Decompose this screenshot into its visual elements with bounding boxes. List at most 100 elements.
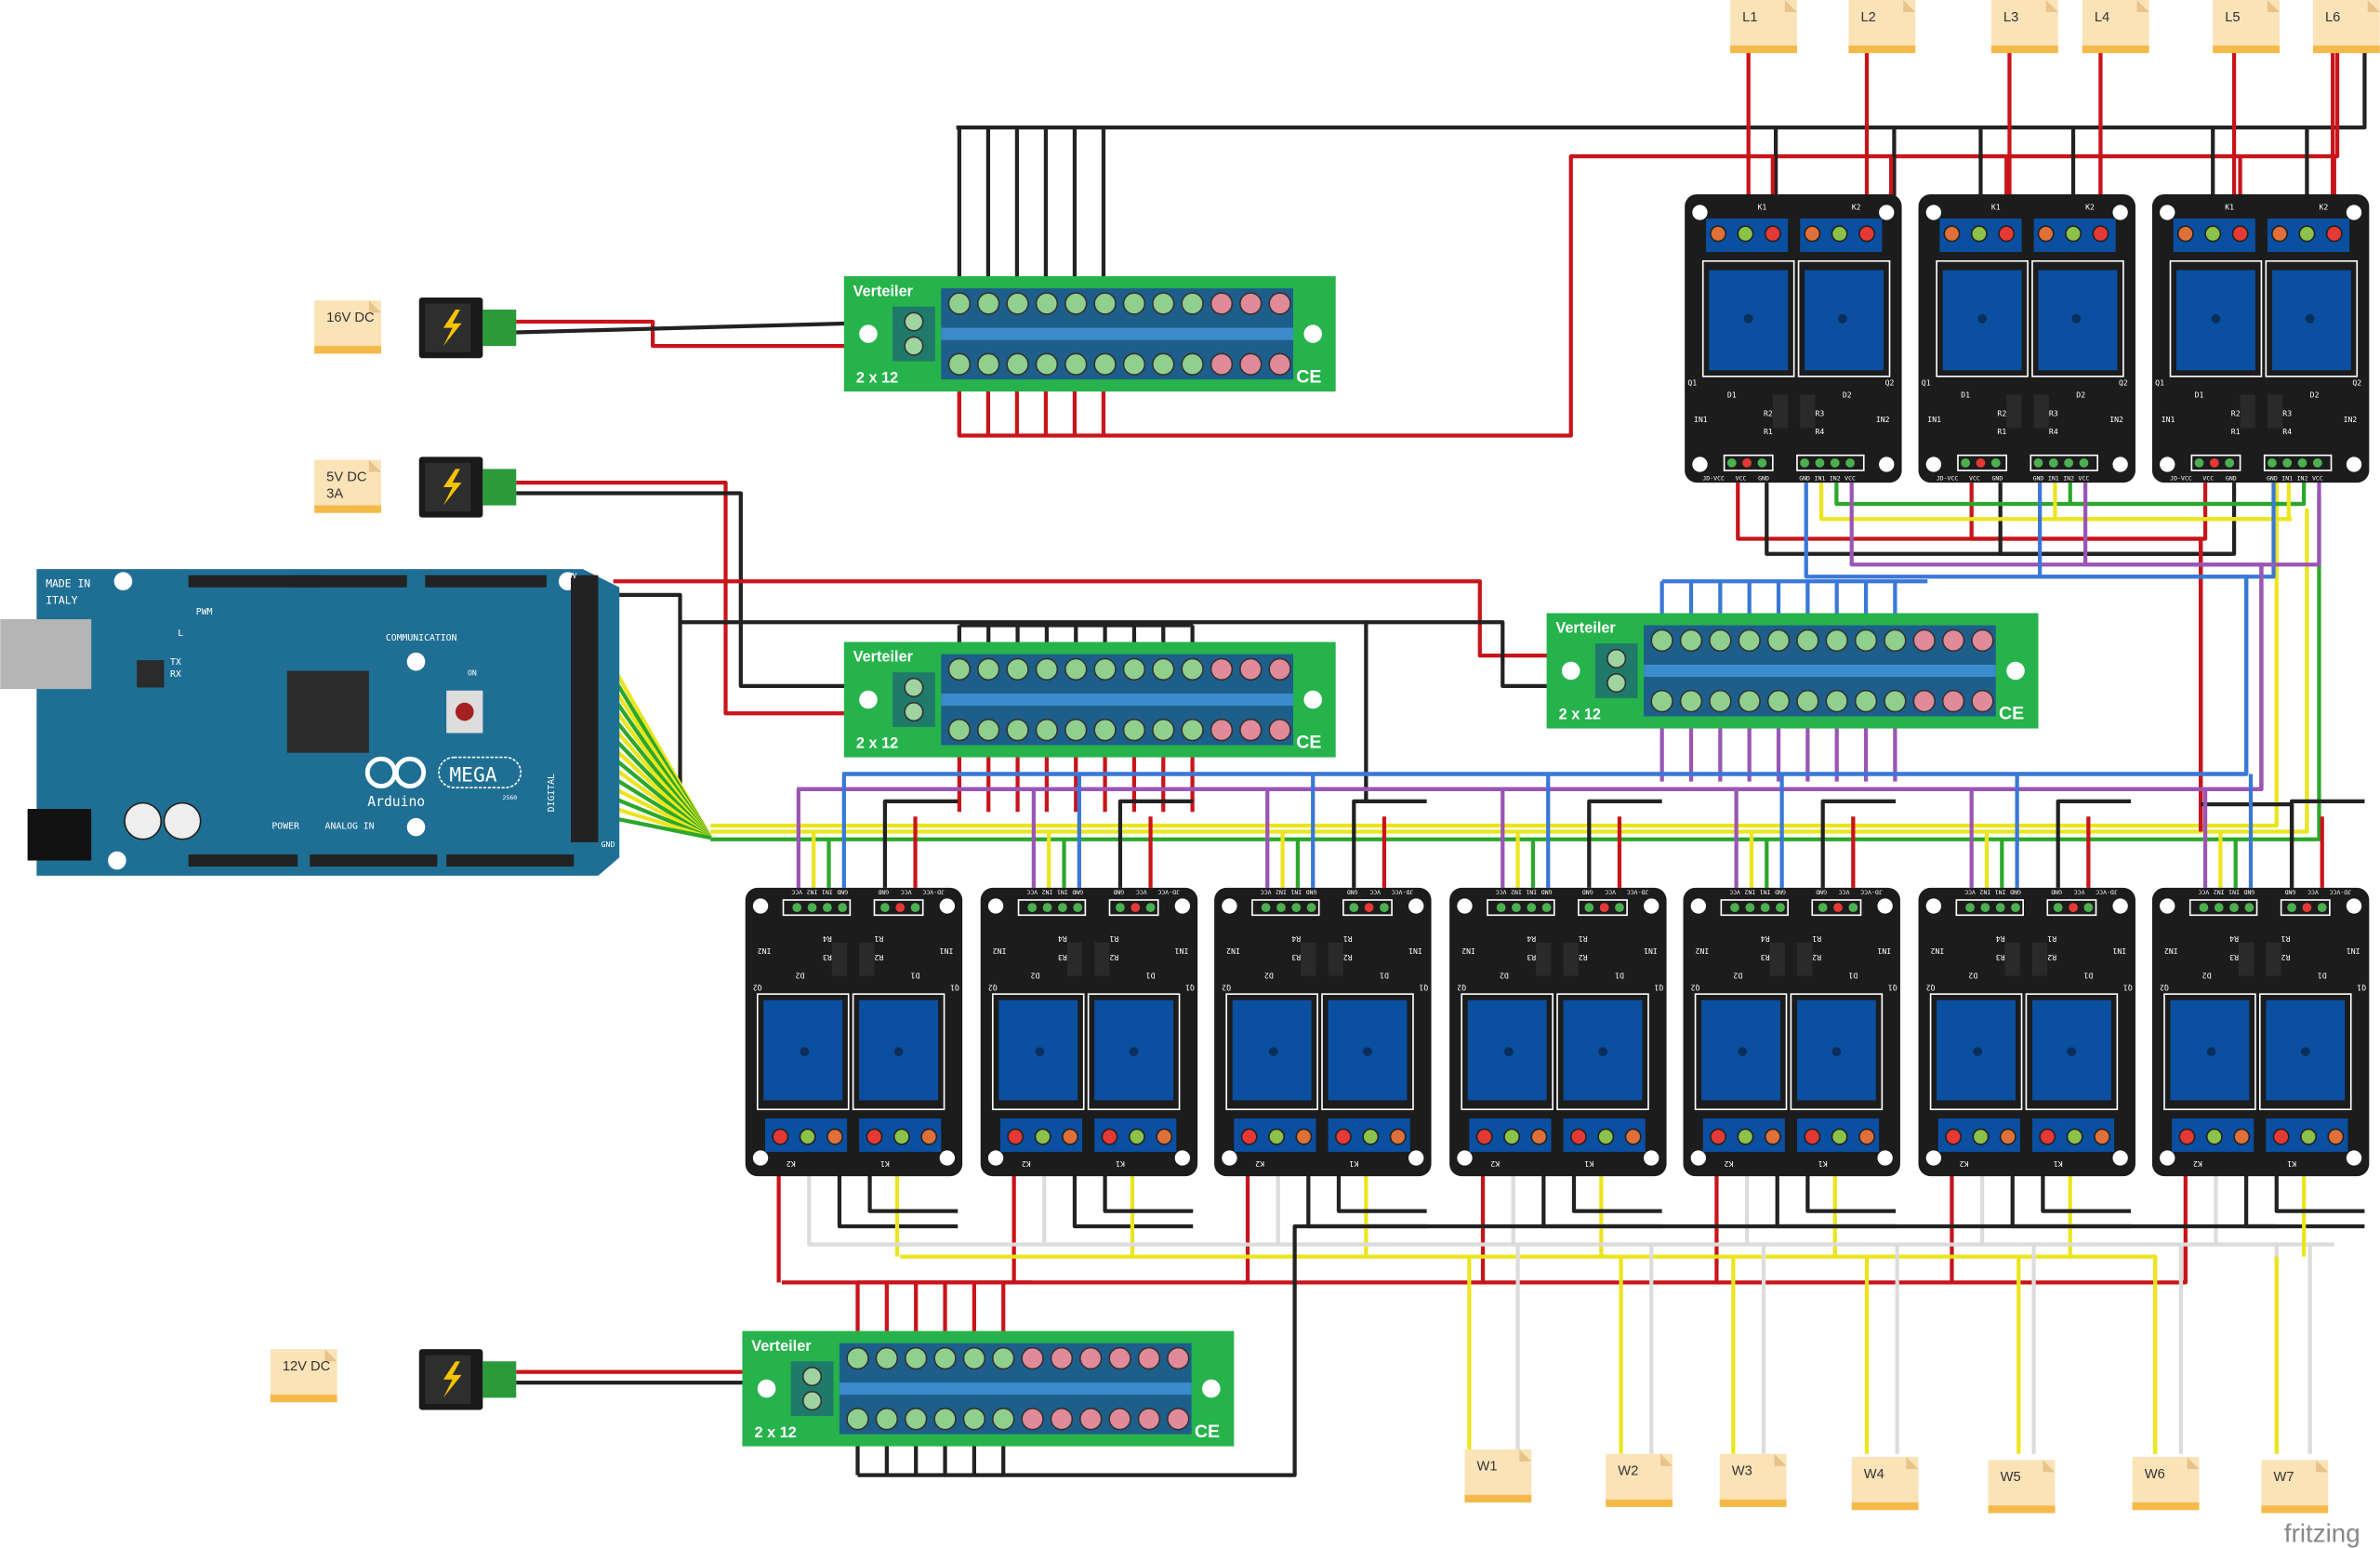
signal-pin-header (1955, 899, 2024, 917)
relay-frame (852, 993, 945, 1111)
pin-label: JD-VCC (1157, 888, 1180, 895)
header-pin (1599, 903, 1609, 913)
power-jack (27, 809, 92, 861)
optocoupler (1800, 394, 1816, 429)
r2-label: R2 (2281, 953, 2291, 962)
header-pin (1760, 903, 1770, 913)
signal-pin-header (1720, 899, 1789, 917)
output-label-w4: W4 (1851, 1457, 1919, 1511)
screw-terminal (933, 1408, 957, 1431)
pin-label: VCC (2312, 475, 2323, 483)
screw-terminal (1738, 628, 1761, 653)
mounting-hole (1222, 1150, 1237, 1166)
screw-terminal (1035, 292, 1059, 315)
screw-terminal (1152, 718, 1175, 742)
screw-terminal (1597, 1128, 1615, 1145)
tag-base (270, 1395, 337, 1403)
relay-frame (2031, 259, 2124, 377)
pin-label: GND (1347, 888, 1358, 895)
signal-pin-header (2263, 454, 2333, 471)
output-label-l5: L5 (2213, 0, 2281, 54)
relay-frame (1790, 993, 1884, 1111)
relay-dot (893, 1047, 904, 1057)
relay-frame (2025, 993, 2119, 1111)
pin-label: GND (837, 888, 848, 895)
header-pin (1116, 903, 1125, 913)
signal-pin-header (2188, 899, 2258, 917)
tag-label: L5 (2225, 10, 2240, 25)
screw-terminal (976, 352, 1000, 377)
screw-terminal (1137, 1346, 1161, 1370)
screw-terminal (1093, 352, 1117, 377)
screw-terminal (1858, 225, 1876, 243)
power-pin-header (1108, 899, 1159, 917)
header-pin (2209, 457, 2219, 468)
output-label-w6: W6 (2132, 1457, 2200, 1511)
header-pin (1130, 903, 1141, 913)
capacitor (163, 801, 202, 840)
pin-label: JD-VCC (2329, 888, 2351, 895)
r4-label: R4 (1291, 934, 1301, 944)
relay-module-bottom-7: K1K2Q1Q2D1D2R2R1R3R4IN1IN2JD-VCCVCCGNDGN… (2151, 887, 2370, 1177)
relay-module-bottom-3: K1K2Q1Q2D1D2R2R1R3R4IN1IN2JD-VCCVCCGNDGN… (1214, 887, 1432, 1177)
tag-base (1606, 1499, 1673, 1507)
r3-label: R3 (2282, 408, 2292, 417)
screw-terminal (962, 1408, 986, 1431)
relay-dot (2206, 1047, 2216, 1057)
screw-terminal (1362, 1128, 1380, 1145)
q1-label: Q1 (1888, 983, 1897, 992)
5v-label: 5V (568, 571, 577, 580)
power-label-12v: 12V DC (270, 1349, 337, 1403)
tag-base (1848, 45, 1916, 54)
q1-label: Q1 (1654, 983, 1663, 992)
input-screw (904, 311, 924, 332)
k2-label: K2 (787, 1159, 796, 1169)
screw-terminal (947, 657, 972, 681)
distributor-title: Verteiler (853, 283, 914, 299)
screw-terminal (1941, 689, 1965, 713)
d1-label: D1 (2083, 971, 2093, 980)
tag-base (2082, 45, 2149, 54)
tag-label: L1 (1742, 10, 1757, 25)
d2-label: D2 (1968, 971, 1977, 980)
input-screw (801, 1366, 823, 1387)
tag-label: W2 (1618, 1464, 1638, 1479)
header-pin (2011, 903, 2020, 913)
relay-dot (1363, 1047, 1372, 1057)
screw-terminal (1738, 689, 1761, 713)
q2-label: Q2 (2352, 378, 2361, 388)
q1-label: Q1 (2123, 983, 2133, 992)
optocoupler (859, 942, 875, 976)
chip-label: 2560 (503, 794, 518, 801)
header-pin (910, 903, 920, 913)
output-label-w1: W1 (1464, 1449, 1532, 1503)
screw-terminal (1093, 292, 1117, 315)
pin-label: VCC (1969, 475, 1980, 483)
wire (857, 1224, 2277, 1477)
relay-dot (2305, 313, 2315, 324)
header-pin (2053, 903, 2063, 913)
tag-fold (1784, 0, 1797, 13)
k1-label: K1 (880, 1159, 890, 1169)
wire (2286, 483, 2293, 522)
relay-dot (1973, 1047, 1983, 1057)
header-pin (2225, 457, 2235, 468)
digital-label: DIGITAL (547, 774, 557, 812)
tag-label: L6 (2325, 10, 2340, 25)
screw-terminal (2178, 1128, 2196, 1145)
relay-module-bottom-2: K1K2Q1Q2D1D2R2R1R3R4IN1IN2JD-VCCVCCGNDGN… (980, 887, 1198, 1177)
d1-label: D1 (1727, 390, 1737, 400)
relay-board (745, 887, 963, 1177)
tag-fold (2136, 0, 2149, 13)
header-pin (1818, 903, 1828, 913)
header-pin (2079, 457, 2089, 468)
header-pin (2064, 457, 2074, 468)
wire (867, 1160, 959, 1213)
pin-label: VCC (1605, 888, 1616, 895)
optocoupler (2004, 942, 2020, 976)
tag-base (1988, 1505, 2056, 1514)
relay-dot (2300, 1047, 2310, 1057)
tag-label: 3A (326, 486, 343, 501)
